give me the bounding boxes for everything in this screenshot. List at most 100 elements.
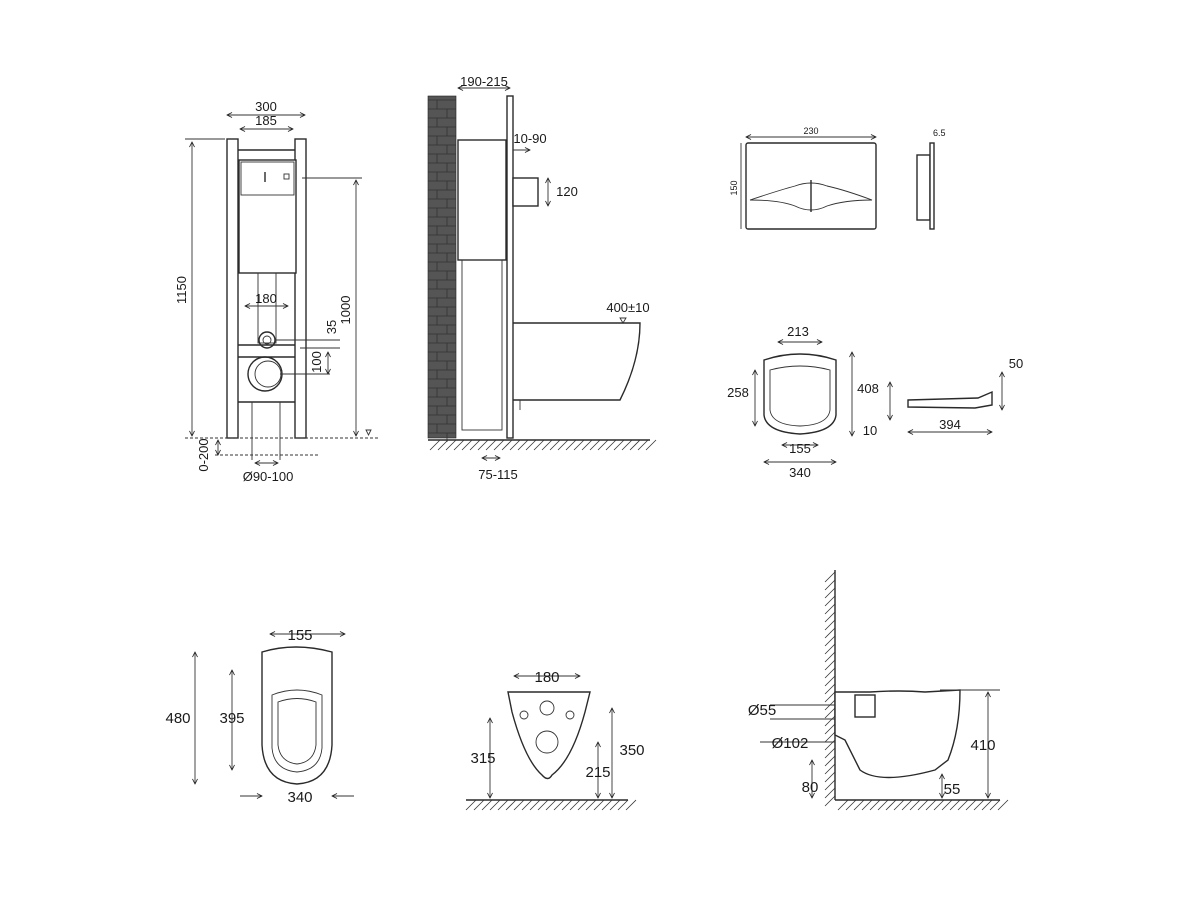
floor-hatch xyxy=(445,439,457,451)
floor-hatch xyxy=(957,799,969,811)
wall-hatch xyxy=(824,651,836,663)
dim-seat-length: 408 xyxy=(857,381,879,396)
wall-hatch xyxy=(824,659,836,671)
dim-plate-width: 230 xyxy=(803,126,818,136)
dim-bolt-spacing: 180 xyxy=(534,669,559,686)
floor-hatch xyxy=(605,439,617,451)
dim-seat-hinge-height: 50 xyxy=(1009,356,1023,371)
floor-hatch xyxy=(645,439,657,451)
dim-front-height-left: 315 xyxy=(470,750,495,767)
floor-hatch xyxy=(469,439,481,451)
wall-hatch xyxy=(824,715,836,727)
wall-hatch xyxy=(824,707,836,719)
wall-hatch xyxy=(824,571,836,583)
dim-inlet-diameter: Ø55 xyxy=(748,702,776,719)
bowl-front-view: 180 315 350 215 xyxy=(465,669,645,811)
wall-hatch xyxy=(824,755,836,767)
floor-hatch xyxy=(885,799,897,811)
floor-hatch xyxy=(437,439,449,451)
dim-bowl-inner: 395 xyxy=(219,710,244,727)
floor-hatch xyxy=(529,799,541,811)
floor-hatch xyxy=(853,799,865,811)
wall-hatch xyxy=(824,603,836,615)
floor-hatch xyxy=(585,799,597,811)
floor-hatch xyxy=(453,439,465,451)
floor-hatch xyxy=(601,799,613,811)
floor-hatch xyxy=(973,799,985,811)
floor-hatch xyxy=(485,439,497,451)
wall-hatch xyxy=(824,723,836,735)
wall-hatch xyxy=(824,579,836,591)
dim-width-outer: 300 xyxy=(255,99,277,114)
wall-hatch xyxy=(824,763,836,775)
wall-hatch xyxy=(824,627,836,639)
dim-height-button: 1000 xyxy=(338,296,353,325)
cistern xyxy=(238,159,297,274)
floor-hatch xyxy=(869,799,881,811)
floor-hatch xyxy=(521,799,533,811)
floor-hatch xyxy=(505,799,517,811)
floor-hatch xyxy=(589,439,601,451)
floor-hatch xyxy=(617,799,629,811)
floor-hatch xyxy=(501,439,513,451)
dim-inlet: 120 xyxy=(556,184,578,199)
floor-hatch xyxy=(845,799,857,811)
floor-hatch xyxy=(489,799,501,811)
dim-bowl-width: 340 xyxy=(287,789,312,806)
dim-seat-side-length: 394 xyxy=(939,417,961,432)
floor-hatch xyxy=(477,439,489,451)
dim-seat-width: 340 xyxy=(789,465,811,480)
wall-hatch xyxy=(824,739,836,751)
floor-hatch xyxy=(541,439,553,451)
dim-leg-adjust: 0-200 xyxy=(196,438,211,471)
floor-hatch xyxy=(581,439,593,451)
floor-hatch xyxy=(837,799,849,811)
wall-hatch xyxy=(824,675,836,687)
dim-offset-small: 35 xyxy=(324,320,339,334)
wall-hatch xyxy=(824,747,836,759)
dim-width-inner: 185 xyxy=(255,113,277,128)
floor-hatch xyxy=(965,799,977,811)
floor-hatch xyxy=(465,799,477,811)
dim-outlet-diameter: Ø102 xyxy=(772,735,809,752)
wall-hatch xyxy=(824,771,836,783)
floor-hatch xyxy=(569,799,581,811)
floor-hatch xyxy=(553,799,565,811)
floor-hatch xyxy=(917,799,929,811)
floor-hatch xyxy=(533,439,545,451)
frame-side-view: 190-215 10-90 120 400±10 75-115 xyxy=(427,74,657,482)
dim-plate-height: 150 xyxy=(729,180,739,195)
wall-hatch xyxy=(824,691,836,703)
floor-hatch xyxy=(901,799,913,811)
dim-front-height-total: 350 xyxy=(619,742,644,759)
floor-hatch xyxy=(909,799,921,811)
dim-drain-diameter: Ø90-100 xyxy=(243,469,294,484)
floor-hatch xyxy=(549,439,561,451)
floor-hatch xyxy=(981,799,993,811)
floor-hatch xyxy=(493,439,505,451)
dim-offset-drain: 100 xyxy=(309,351,324,373)
flush-plate-view: 230 150 6.5 xyxy=(729,126,946,230)
dim-bowl-length: 480 xyxy=(165,710,190,727)
floor-hatch xyxy=(517,439,529,451)
floor-hatch xyxy=(989,799,1001,811)
floor-hatch xyxy=(861,799,873,811)
wall-hatch xyxy=(824,779,836,791)
floor-hatch xyxy=(625,799,637,811)
floor-hatch xyxy=(609,799,621,811)
dim-bowl-hinge: 155 xyxy=(287,627,312,644)
floor-hatch xyxy=(949,799,961,811)
dim-outlet-height: 80 xyxy=(802,779,819,796)
wall-hatch xyxy=(824,787,836,799)
floor-hatch xyxy=(597,439,609,451)
floor-hatch xyxy=(621,439,633,451)
floor-hatch xyxy=(629,439,641,451)
wall-hatch xyxy=(824,587,836,599)
floor-hatch xyxy=(933,799,945,811)
floor-hatch xyxy=(497,799,509,811)
floor-hatch xyxy=(941,799,953,811)
dim-floor-offset: 75-115 xyxy=(478,467,518,482)
floor-hatch xyxy=(997,799,1009,811)
